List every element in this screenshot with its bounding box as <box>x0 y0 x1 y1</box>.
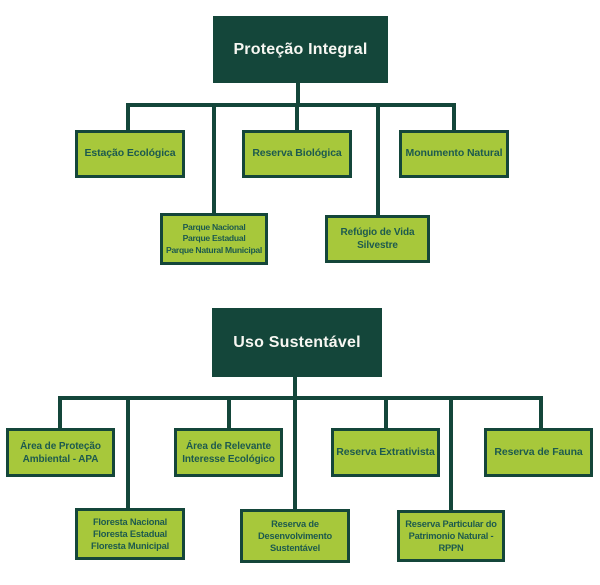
node-parques: Parque Nacional Parque Estadual Parque N… <box>160 213 268 265</box>
connector-drop <box>126 396 130 508</box>
connector-drop <box>449 396 453 510</box>
node-label: Uso Sustentável <box>233 333 361 351</box>
node-label: Refúgio de Vida Silvestre <box>340 227 415 251</box>
node-uso-sustentavel: Uso Sustentável <box>212 308 382 377</box>
node-florestas: Floresta Nacional Floresta Estadual Flor… <box>75 508 185 560</box>
node-label: Floresta Nacional Floresta Estadual Flor… <box>90 516 170 552</box>
connector-drop <box>126 103 130 130</box>
node-label: Reserva Extrativista <box>336 445 435 458</box>
node-reserva-desenvolvimento-sustentavel: Reserva de Desenvolvimento Sustentável <box>240 509 350 563</box>
connector-drop <box>212 103 216 213</box>
connector-drop <box>539 396 543 428</box>
node-label: Reserva Particular do Patrimonio Natural… <box>405 518 497 554</box>
node-label: Estação Ecológica <box>84 147 176 160</box>
connector-drop <box>227 396 231 428</box>
connector-stem <box>296 83 300 107</box>
connector-drop <box>58 396 62 428</box>
node-label: Reserva de Desenvolvimento Sustentável <box>258 518 332 554</box>
node-rppn: Reserva Particular do Patrimonio Natural… <box>397 510 505 562</box>
node-monumento-natural: Monumento Natural <box>399 130 509 178</box>
node-label: Área de Proteção Ambiental - APA <box>20 440 101 465</box>
node-estacao-ecologica: Estação Ecológica <box>75 130 185 178</box>
connector-drop <box>384 396 388 428</box>
node-reserva-de-fauna: Reserva de Fauna <box>484 428 593 477</box>
node-apa: Área de Proteção Ambiental - APA <box>6 428 115 477</box>
node-protecao-integral: Proteção Integral <box>213 16 388 83</box>
connector-stem <box>293 377 297 396</box>
connector-drop <box>376 103 380 215</box>
connector-drop <box>293 396 297 509</box>
node-area-relevante-interesse-ecologico: Área de Relevante Interesse Ecológico <box>174 428 283 477</box>
node-label: Parque Nacional Parque Estadual Parque N… <box>166 222 262 255</box>
node-reserva-biologica: Reserva Biológica <box>242 130 352 178</box>
node-label: Reserva de Fauna <box>494 445 583 458</box>
node-label: Área de Relevante Interesse Ecológico <box>182 440 275 465</box>
node-label: Monumento Natural <box>405 147 503 160</box>
connector-bus <box>58 396 543 400</box>
node-label: Proteção Integral <box>233 40 368 58</box>
connector-drop <box>452 103 456 130</box>
node-label: Reserva Biológica <box>252 147 342 160</box>
node-reserva-extrativista: Reserva Extrativista <box>331 428 440 477</box>
connector-bus <box>126 103 456 107</box>
connector-drop <box>295 103 299 130</box>
node-refugio-vida-silvestre: Refúgio de Vida Silvestre <box>325 215 430 263</box>
